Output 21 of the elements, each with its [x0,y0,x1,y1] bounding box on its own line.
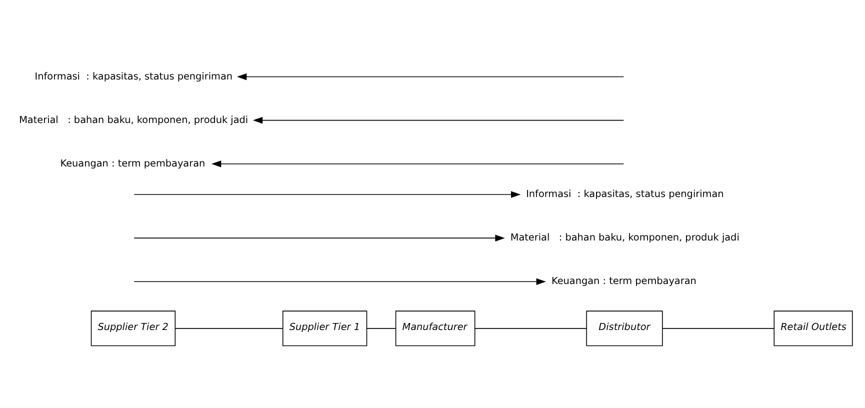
node-box: Supplier Tier 2 [90,310,176,346]
node-box: Retail Outlets [774,310,853,346]
connector [366,328,396,329]
node-text: Informasi : kapasitas, status pengiriman [526,189,724,200]
arrow [252,116,624,124]
node-box: Distributor [586,310,663,346]
arrow [211,160,624,168]
node-text: Material : bahan baku, komponen, produk jadi [510,232,740,244]
arrow [236,73,624,80]
connector [174,328,284,329]
arrow [134,191,521,198]
node-text: Material : bahan baku, komponen, produk jadi [19,114,248,126]
node-text: Keuangan : term pembayaran [551,276,696,288]
node-text: Informasi : kapasitas, status pengiriman [34,71,233,82]
connector [474,328,587,329]
node-text: Keuangan : term pembayaran [60,158,206,170]
node-box: Manufacturer [395,310,476,346]
connector [662,328,774,329]
node-box: Supplier Tier 1 [282,310,368,346]
arrow [134,234,505,242]
arrow [134,278,546,286]
